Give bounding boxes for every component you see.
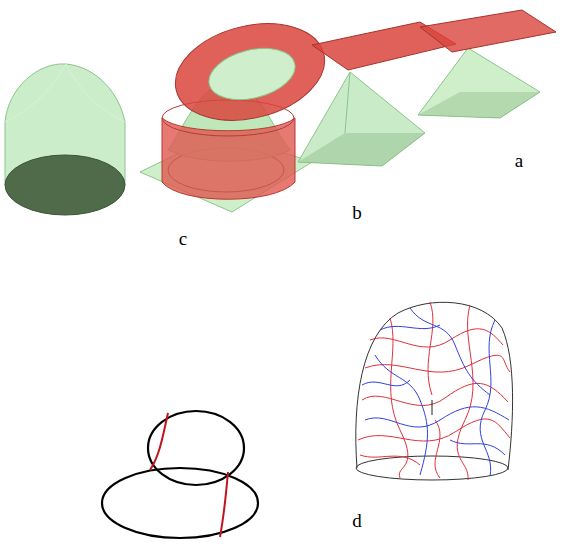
panel-label: b [352,203,362,222]
ellipse-sketch [102,411,258,538]
wireframe-dome [356,302,513,480]
surface-with-rings [140,9,335,212]
pyramids-with-planes [298,10,556,166]
panel-label: c [179,229,187,248]
panel-label: a [515,151,523,170]
panel-label: d [352,511,362,530]
dome-solid [5,64,125,215]
